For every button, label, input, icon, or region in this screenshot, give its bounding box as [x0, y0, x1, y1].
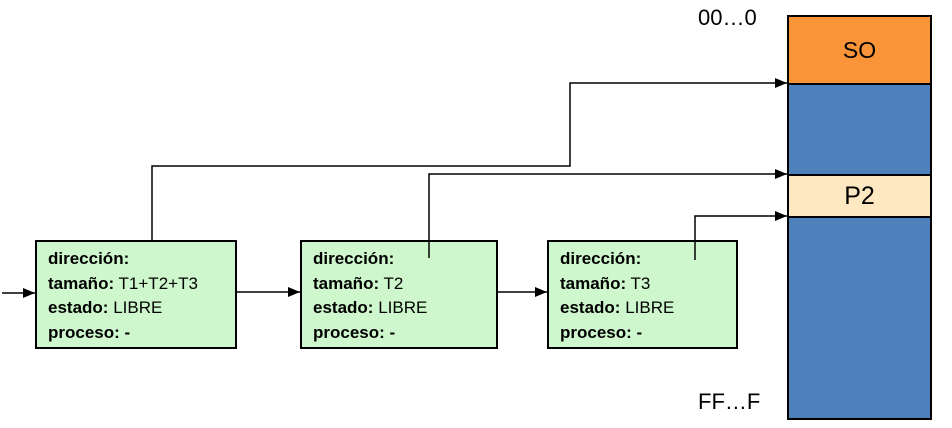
field-proceso: proceso: - — [313, 322, 396, 342]
field-tamano: tamaño: T2 — [313, 273, 404, 293]
field-direccion: dirección: — [48, 249, 130, 268]
field-proceso: proceso: - — [48, 322, 131, 342]
field-direccion: dirección: — [560, 249, 642, 268]
field-estado: estado: LIBRE — [560, 298, 675, 317]
bottom-address-label: FF…F — [698, 389, 761, 414]
field-tamano: tamaño: T1+T2+T3 — [48, 273, 198, 293]
node1-memory-pointer-line — [151, 78, 787, 240]
free-block-node-2: dirección: tamaño: T2 estado: LIBRE proc… — [300, 240, 498, 349]
field-estado: estado: LIBRE — [48, 298, 163, 317]
field-direccion: dirección: — [313, 249, 395, 268]
memory-map-column: SO P2 — [787, 15, 932, 420]
top-address-label: 00…0 — [698, 5, 757, 30]
field-estado: estado: LIBRE — [313, 298, 428, 317]
field-proceso: proceso: - — [560, 322, 643, 342]
field-tamano: tamaño: T3 — [560, 273, 651, 293]
segment-label: P2 — [844, 181, 875, 210]
memory-segment-used-1 — [789, 85, 930, 176]
memory-segment-used-2 — [789, 218, 930, 418]
memory-segment-p2: P2 — [789, 176, 930, 218]
segment-label: SO — [842, 36, 877, 63]
free-block-node-3: dirección: tamaño: T3 estado: LIBRE proc… — [547, 240, 738, 349]
memory-segment-so: SO — [789, 17, 930, 85]
free-block-node-1: dirección: tamaño: T1+T2+T3 estado: LIBR… — [35, 240, 237, 349]
